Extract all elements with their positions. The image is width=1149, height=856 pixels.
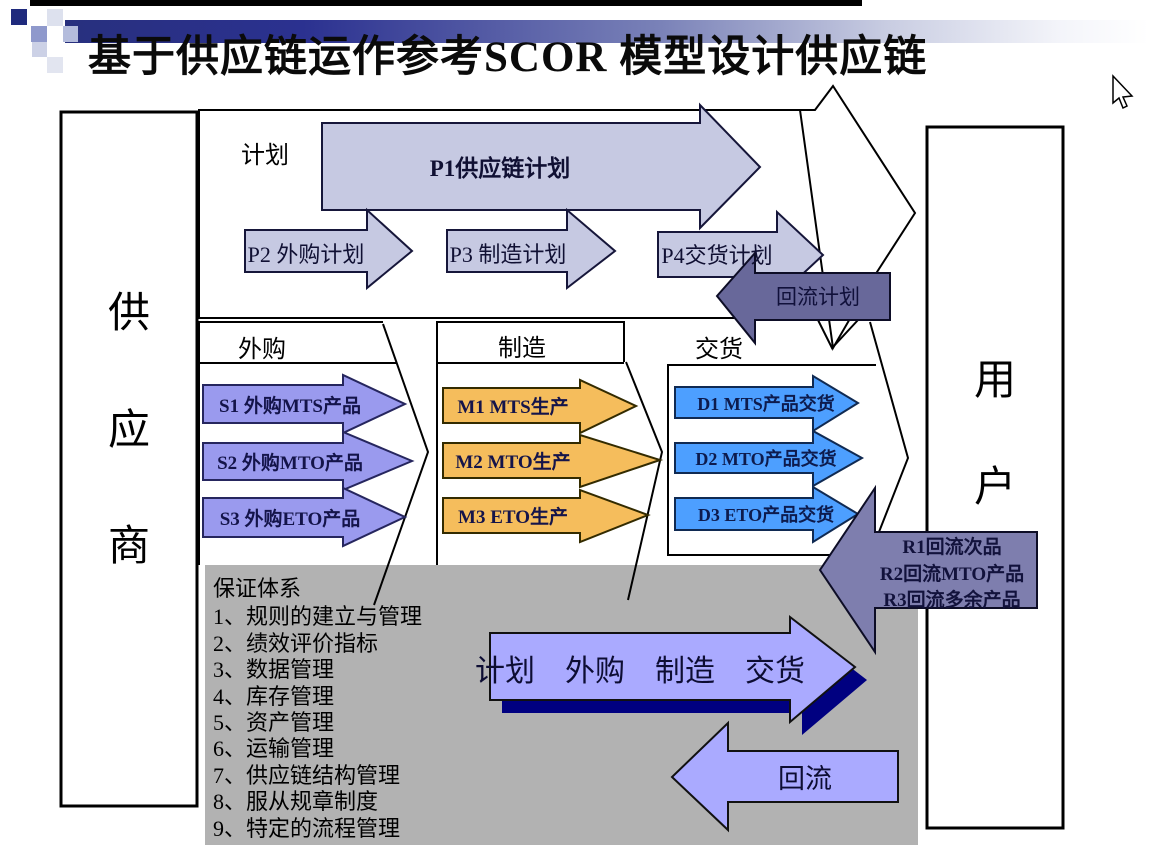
source-group-outline [198,321,397,565]
s3-arrow [202,486,408,548]
title-gradient-bar [65,20,1149,43]
flow-forward-label: 计划 外购 制造 交货 [475,655,805,688]
customer-box [925,125,1065,830]
make-group-outline [436,321,625,565]
make-section-label: 制造 [498,335,546,362]
assurance-item: 3、数据管理 [213,657,334,682]
p3-arrow [446,207,617,291]
flow-forward-arrow [489,614,857,725]
deliver-group-chevron [867,321,910,561]
assurance-item: 4、库存管理 [213,684,334,709]
s1-arrow [202,373,408,435]
supplier-char: 商 [108,524,150,570]
m2-arrow [442,433,664,489]
return-plan-label: 回流计划 [776,285,860,309]
p1-arrow [321,102,762,231]
m1-arrow [442,378,639,435]
deco-square [47,57,63,73]
return-arrow [818,484,1038,656]
slide-title: 基于供应链运作参考SCOR 模型设计供应链 [88,34,928,81]
customer-char: 户 [974,465,1016,511]
deco-square [31,26,47,42]
plan-section-label: 计划 [241,142,289,169]
deco-square [32,42,47,57]
p3-label: P3 制造计划 [450,242,567,267]
assurance-item: 8、服从规章制度 [213,789,378,814]
return-plan-arrow [715,250,891,346]
d1-label: D1 MTS产品交货 [697,393,835,414]
r3-label: R3回流多余产品 [883,588,1020,611]
r1-label: R1回流次品 [902,535,1001,558]
supplier-char: 供 [108,291,150,337]
top-black-bar [30,0,862,6]
s2-arrow [202,430,415,492]
d2-arrow [674,429,865,488]
deco-square [11,9,27,25]
p2-arrow [244,207,414,291]
s3-label: S3 外购ETO产品 [220,507,361,530]
flow-return-arrow [670,720,899,833]
d1-arrow [674,374,860,433]
d3-arrow [674,485,860,544]
flow-return-label: 回流 [778,764,832,794]
d3-label: D3 ETO产品交货 [698,504,834,525]
m3-label: M3 ETO生产 [458,505,568,528]
m3-arrow [442,488,651,544]
supplier-char: 应 [108,407,150,454]
d2-label: D2 MTO产品交货 [695,448,836,469]
arrow-tail-notch [817,319,859,350]
assurance-item: 9、特定的流程管理 [213,816,400,841]
s2-label: S2 外购MTO产品 [217,451,363,474]
deliver-group-outline [667,364,876,556]
source-group-chevron [373,323,430,606]
m1-label: M1 MTS生产 [457,395,568,418]
supplier-box [59,110,199,808]
source-section-label: 外购 [238,336,286,363]
customer-char: 用 [974,358,1016,404]
p4-label: P4交货计划 [661,243,772,268]
p2-label: P2 外购计划 [248,242,365,267]
assurance-item: 1、规则的建立与管理 [213,604,422,629]
assurance-title: 保证体系 [213,576,301,601]
plan-section-box [198,109,868,319]
assurance-item: 2、绩效评价指标 [213,631,378,656]
m2-label: M2 MTO生产 [455,450,570,473]
deco-square [63,26,78,42]
assurance-item: 5、资产管理 [213,710,334,735]
mouse-cursor [1112,74,1134,110]
assurance-item: 6、运输管理 [213,736,334,761]
make-group-chevron [625,361,664,601]
r2-label: R2回流MTO产品 [880,562,1024,585]
assurance-item: 7、供应链结构管理 [213,763,400,788]
deliver-section-label: 交货 [695,336,743,363]
s1-label: S1 外购MTS产品 [219,394,361,417]
p1-label: P1供应链计划 [430,155,571,181]
deco-square [47,9,63,26]
